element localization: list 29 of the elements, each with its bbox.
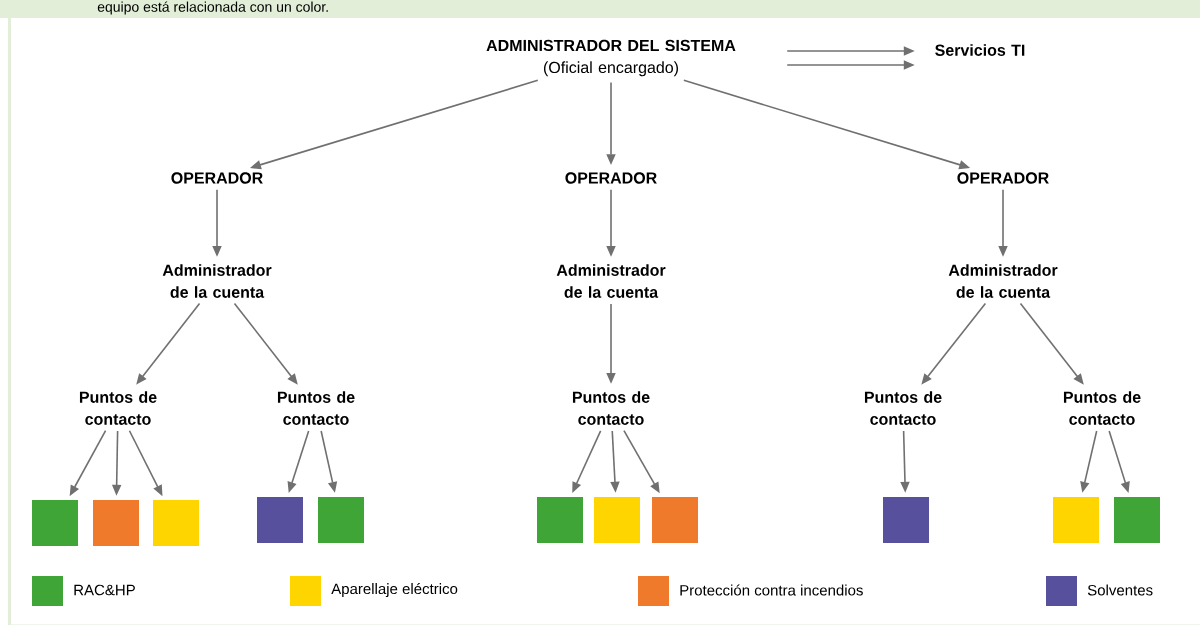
legend-text: Protección contra incendios [680, 584, 863, 596]
label-text: Puntos de contacto [277, 391, 355, 425]
label-text: Servicios TI [935, 44, 1025, 56]
color-square [652, 497, 698, 543]
label-text: Administrador de la cuenta [948, 264, 1058, 298]
label-text: Administrador de la cuenta [556, 264, 666, 298]
color-square [153, 500, 199, 546]
color-square [257, 497, 303, 543]
legend-text: Solventes [1087, 584, 1153, 596]
legend-text: Aparellaje eléctrico [331, 582, 458, 598]
color-square [537, 497, 583, 543]
label-text: Administrador de la cuenta [162, 264, 272, 298]
label-text: OPERADOR [957, 172, 1049, 184]
label-text: Puntos de contacto [79, 391, 157, 425]
color-square [1114, 497, 1160, 543]
color-square [318, 497, 364, 543]
label-text: Puntos de contacto [1063, 391, 1141, 425]
note-text: equipo está relacionada con un color. [97, 1, 328, 15]
color-square [1053, 497, 1099, 543]
color-square [93, 500, 139, 546]
label-text: ADMINISTRADOR DEL SISTEMA (Oficial encargado) [486, 39, 736, 77]
label-text: OPERADOR [565, 172, 657, 184]
color-square [883, 497, 929, 543]
legend-text: RAC&HP [74, 584, 135, 596]
label-text: Puntos de contacto [572, 391, 650, 425]
label-text: OPERADOR [171, 172, 263, 184]
color-square [32, 500, 78, 546]
color-square [594, 497, 640, 543]
label-text: Puntos de contacto [864, 391, 942, 425]
